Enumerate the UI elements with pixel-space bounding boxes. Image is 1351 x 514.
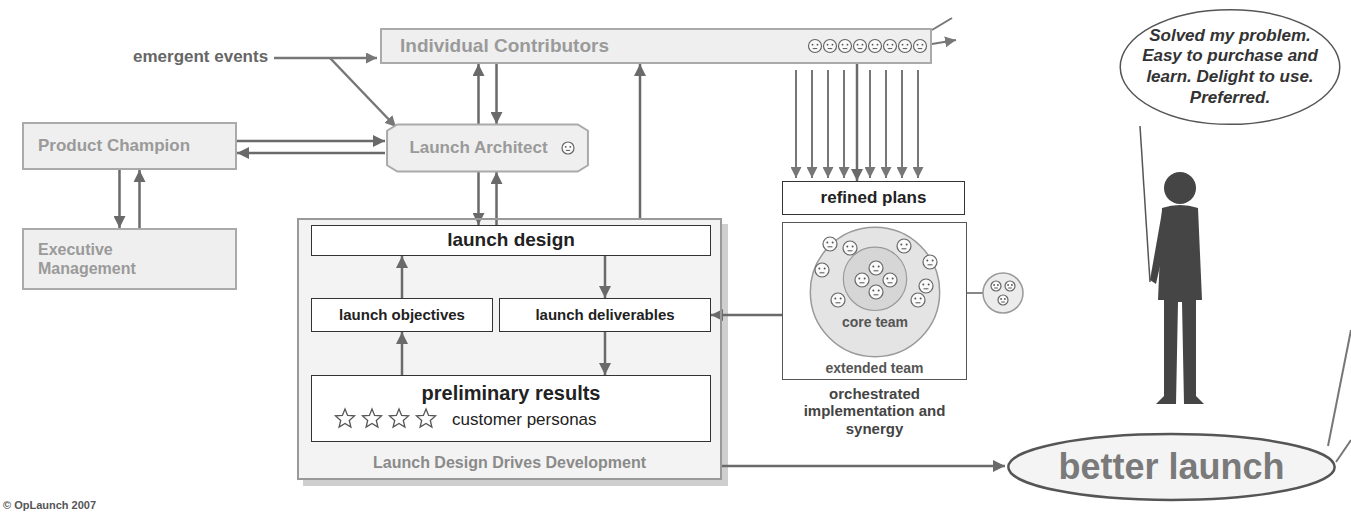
emergent-arrow [330, 58, 396, 127]
event-label: emergent events [133, 47, 268, 67]
role-box: Executive Management [22, 228, 237, 290]
person-icon [869, 40, 882, 53]
plan-arrow [795, 70, 797, 178]
node-label: Launch Architect [409, 138, 547, 158]
flow-arrow [639, 64, 642, 218]
persona-star [363, 409, 382, 427]
person-icon [869, 261, 883, 275]
person-icon [897, 239, 911, 253]
speech-bubble: Solved my problem. Easy to purchase and … [1118, 6, 1342, 128]
flow-arrow [118, 170, 121, 228]
person-icon [914, 40, 927, 53]
plan-arrow [811, 70, 813, 178]
plan-arrow [827, 70, 829, 178]
node-label: preliminary results [422, 381, 601, 405]
persona-star [417, 409, 436, 427]
node-label: core team [809, 314, 941, 331]
person-icon [562, 142, 574, 154]
flow-arrow [138, 170, 141, 228]
flow-arrow [401, 332, 404, 375]
person-icon [809, 40, 822, 53]
flow-arrow [604, 256, 607, 298]
copyright-note: © OpLaunch 2007 [3, 499, 96, 511]
person-icon [824, 40, 837, 53]
person-icon [923, 255, 937, 269]
person-icon [854, 40, 867, 53]
flow-arrow [237, 140, 385, 143]
node-text: customer personas [452, 410, 597, 430]
leader-line [932, 18, 952, 30]
process-box: launch design [311, 225, 711, 256]
process-box: refined plans [782, 181, 965, 215]
group-link [967, 292, 983, 294]
box-fill [297, 218, 722, 480]
node-label: Executive Management [38, 240, 168, 278]
person-icon [998, 295, 1008, 305]
node-label: Product Champion [38, 136, 190, 156]
results-box: preliminary results customer personas [311, 375, 711, 442]
node-label: launch objectives [339, 306, 465, 324]
team-circle: core team [809, 226, 941, 358]
person-icon [815, 263, 829, 277]
process-box: launch objectives [311, 298, 493, 332]
leader-line [932, 40, 956, 44]
node-label: better launch [1058, 445, 1284, 488]
node-label: extended team [783, 360, 966, 377]
team-circle-outline [809, 226, 941, 358]
node-text: orchestrated implementation and synergy [779, 385, 970, 437]
node-label: launch design [447, 229, 575, 252]
leader-line [1336, 440, 1351, 462]
person-icon [823, 237, 837, 251]
persona-star [336, 409, 355, 427]
plan-arrow [917, 70, 919, 178]
node-label: Launch Design Drives Development [299, 453, 720, 472]
person-icon [855, 273, 869, 287]
flow-arrow [237, 152, 385, 155]
persona-star [390, 409, 409, 427]
architect-octagon: Launch Architect [385, 124, 590, 172]
node-label: Solved my problem. Easy to purchase and … [1141, 26, 1319, 109]
person-icon [899, 40, 912, 53]
role-box: Product Champion [22, 122, 237, 170]
flow-arrow [856, 64, 859, 181]
flow-arrow [477, 64, 480, 124]
flow-arrow [401, 256, 404, 298]
flow-arrow [495, 64, 498, 124]
node-label: Individual Contributors [400, 35, 609, 58]
person-icon [911, 293, 925, 307]
person-icon [883, 273, 897, 287]
bubble-tail [1140, 126, 1150, 282]
flow-arrow [722, 465, 1005, 468]
emergent-arrow [274, 57, 377, 60]
node-label: launch deliverables [535, 306, 674, 324]
contributors-box: Individual Contributors [380, 28, 932, 64]
outcome-ellipse: better launch [1005, 432, 1338, 502]
customer-figure [1150, 172, 1204, 404]
plan-arrow [901, 70, 903, 178]
person-icon [991, 281, 1001, 291]
development-panel: Launch Design Drives Development launch d… [297, 218, 722, 480]
team-box: extended teamorchestrated implementation… [782, 222, 967, 380]
person-icon [919, 279, 933, 293]
person-icon [869, 285, 883, 299]
plan-arrow [869, 70, 871, 178]
person-icon [1005, 281, 1015, 291]
person-icon [839, 40, 852, 53]
sub-team-circle [983, 273, 1023, 313]
person-icon [884, 40, 897, 53]
node-label: refined plans [821, 188, 927, 208]
person-icon [843, 241, 857, 255]
plan-arrow [843, 70, 845, 178]
person-icon [831, 293, 845, 307]
leader-line [1328, 330, 1351, 446]
plan-arrow [885, 70, 887, 178]
process-box: launch deliverables [499, 298, 711, 332]
flow-arrow [604, 332, 607, 375]
